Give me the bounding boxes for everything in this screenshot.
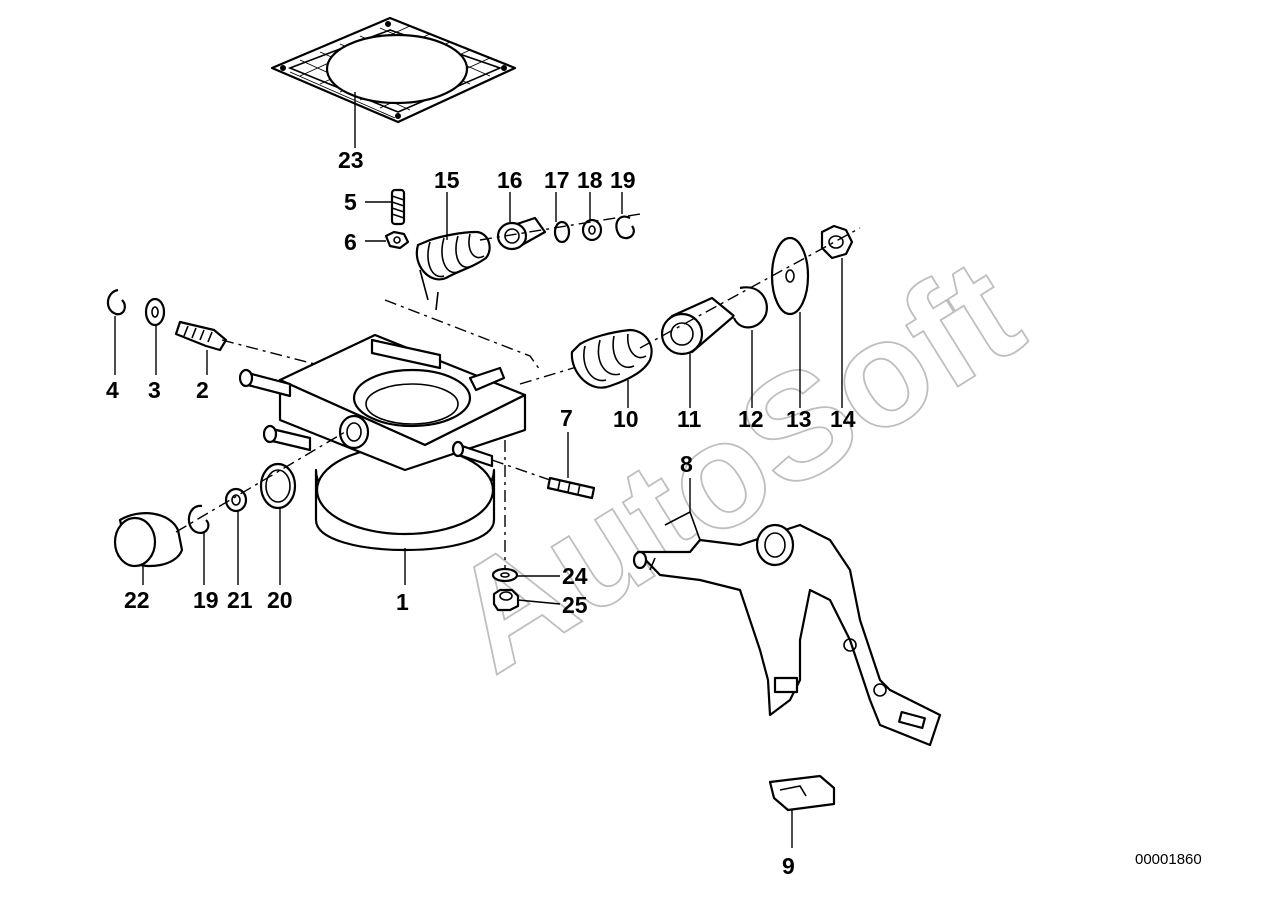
watermark-text: AutoSoft [422,226,1048,704]
callout-1: 1 [396,589,409,615]
callout-23: 23 [338,147,364,173]
part-20-oring [259,462,297,510]
part-23-gasket [270,16,517,124]
part-3-washer [144,297,166,327]
callout-21: 21 [227,587,253,613]
callout-20: 20 [267,587,293,613]
part-9-clip [768,774,836,812]
part-24-washer [491,567,519,583]
callout-19-top: 19 [610,167,636,193]
part-10-spring [570,328,653,389]
part-22-cap [113,512,184,568]
callout-9: 9 [782,853,795,879]
callout-5: 5 [344,189,357,215]
callout-17: 17 [544,167,570,193]
callout-19-bottom: 19 [193,587,219,613]
part-6-nut [384,230,410,250]
part-7-pin [546,476,596,500]
callout-13: 13 [786,406,812,432]
part-5-screw [390,188,406,226]
callout-15: 15 [434,167,460,193]
part-13-washer [770,236,810,316]
callout-2: 2 [196,377,209,403]
callout-11: 11 [677,406,702,432]
callout-14: 14 [830,406,856,432]
part-1-throttle-housing [238,333,527,551]
callout-12: 12 [738,406,764,432]
part-19-circlip-top [615,215,635,240]
part-12-ring [732,286,768,329]
part-11-bushing [660,296,736,356]
part-19-circlip-bottom [187,504,210,534]
callout-6: 6 [344,229,357,255]
part-17-clip [553,220,571,244]
part-21-washer [224,487,248,513]
part-4-circlip [106,288,126,316]
callout-3: 3 [148,377,161,403]
callout-16: 16 [497,167,523,193]
callout-18: 18 [577,167,603,193]
part-8-bracket [632,510,942,747]
part-18-washer [581,218,603,242]
part-16-bushing [496,216,547,251]
callout-22: 22 [124,587,150,613]
callout-25: 25 [562,592,588,618]
part-14-nut [820,224,854,260]
callout-7: 7 [560,405,573,431]
part-15-spring [415,230,491,311]
part-2-screw [174,320,228,352]
callout-10: 10 [613,406,639,432]
callout-8: 8 [680,451,693,477]
diagram-reference-number: 00001860 [1135,851,1202,868]
callout-24: 24 [562,563,588,589]
part-25-nut [492,588,520,612]
callout-4: 4 [106,377,119,403]
